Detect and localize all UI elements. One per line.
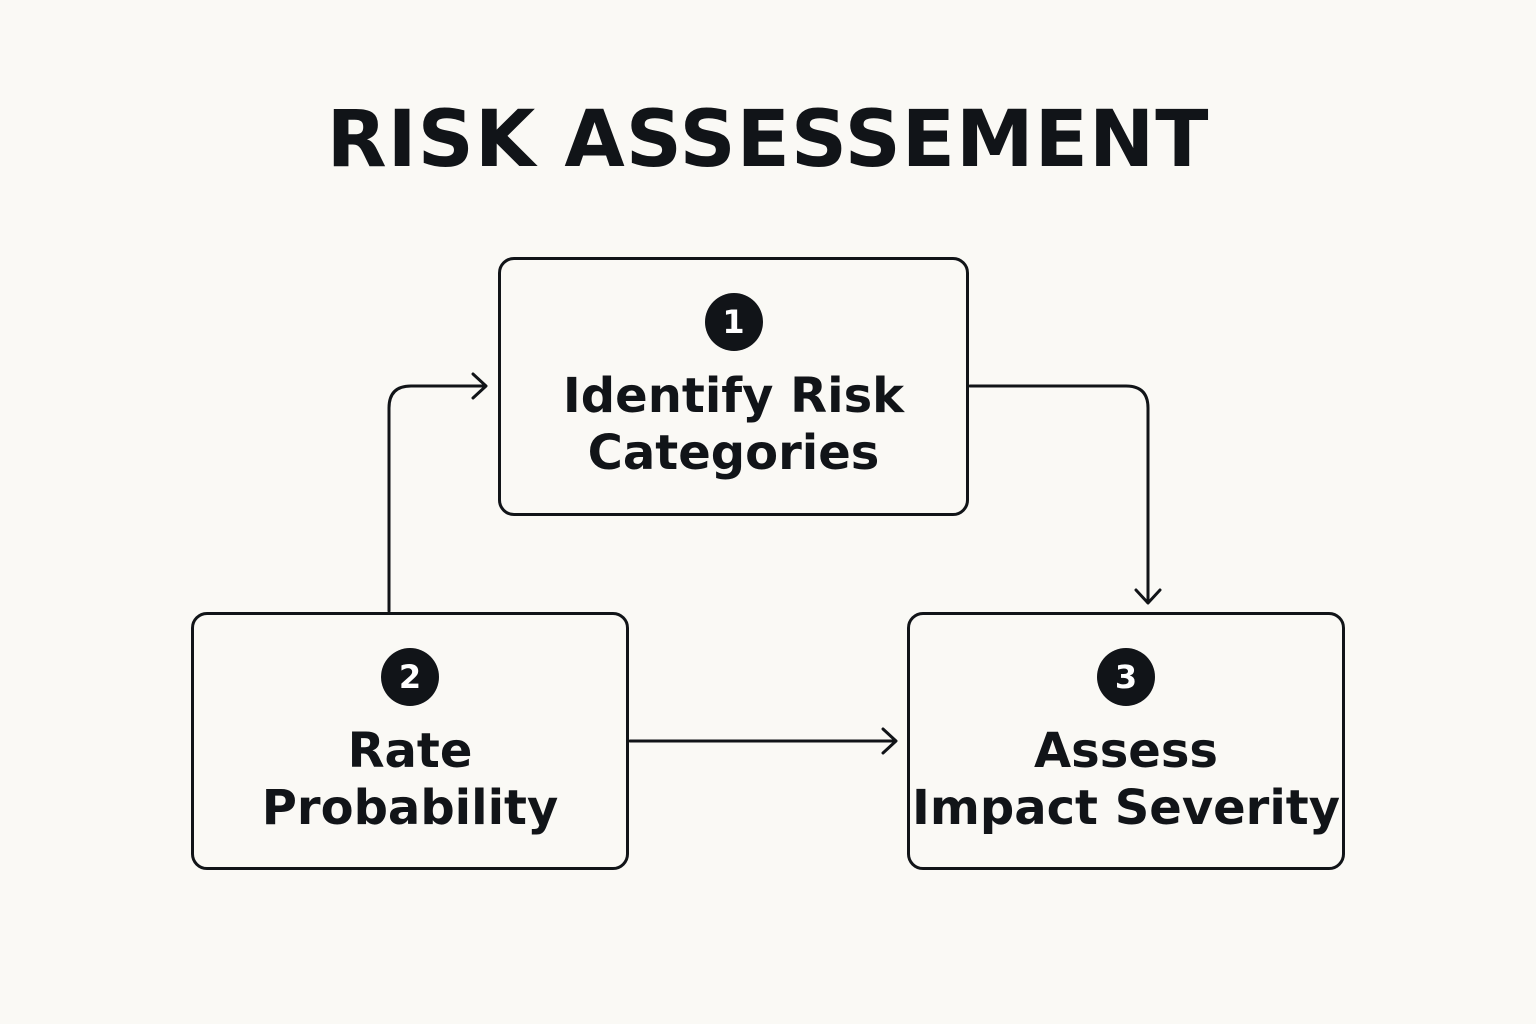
step-label-line-2: Probability [261,780,559,836]
step-label-line-2: Impact Severity [911,780,1341,836]
step-label: Identify Risk Categories [501,368,966,482]
step-label: Rate Probability [194,723,626,837]
step-number-badge: 2 [381,648,439,706]
diagram-title: RISK ASSESSEMENT [326,95,1210,185]
step-box-rate-probability: 2 Rate Probability [191,612,629,870]
arrowhead-2-to-3 [881,727,898,755]
connector-2-to-1 [387,384,487,613]
step-label-line-1: Identify Risk [562,368,905,424]
arrowhead-1-to-3 [1134,588,1162,605]
step-label-line-1: Rate [347,723,473,779]
connector-1-to-3 [968,384,1150,604]
arrowhead-2-to-1 [471,372,488,400]
step-label: Assess Impact Severity [910,723,1342,837]
step-number-badge: 1 [704,293,763,351]
step-label-line-2: Categories [587,425,880,481]
step-label-line-1: Assess [1034,723,1218,779]
step-number-badge: 3 [1097,648,1155,706]
step-box-identify-risk-categories: 1 Identify Risk Categories [498,257,969,516]
step-box-assess-impact-severity: 3 Assess Impact Severity [907,612,1345,870]
